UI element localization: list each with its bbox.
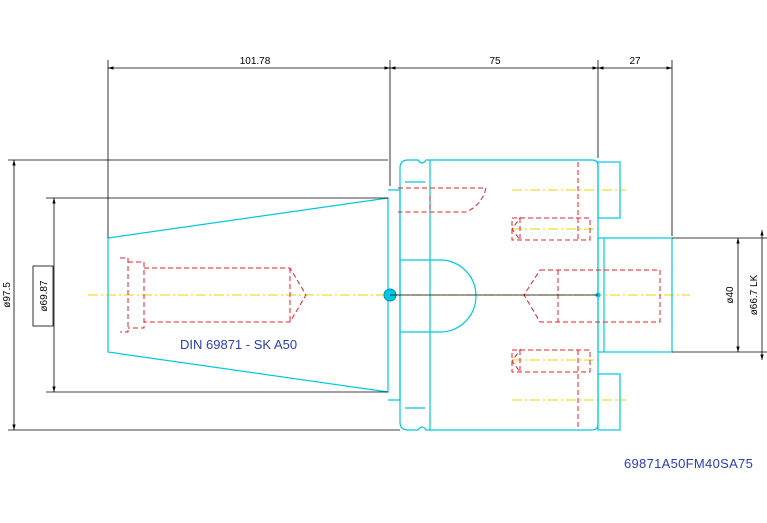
dim-bolt-circle-diameter: ø66.7 LK [749,274,760,315]
standard-label: DIN 69871 - SK A50 [180,337,297,352]
dim-body-length: 75 [489,56,501,67]
dim-taper-diameter: ø69.87 [39,280,50,312]
dim-spigot-length: 27 [629,56,641,67]
hidden-lines [120,162,661,428]
part-number: 69871A50FM40SA75 [624,456,753,471]
dim-taper-length: 101.78 [240,56,271,67]
dim-flange-diameter: ø97.5 [2,282,13,308]
dim-bore-diameter: ø40 [725,286,736,304]
dimension-lines [8,60,767,431]
